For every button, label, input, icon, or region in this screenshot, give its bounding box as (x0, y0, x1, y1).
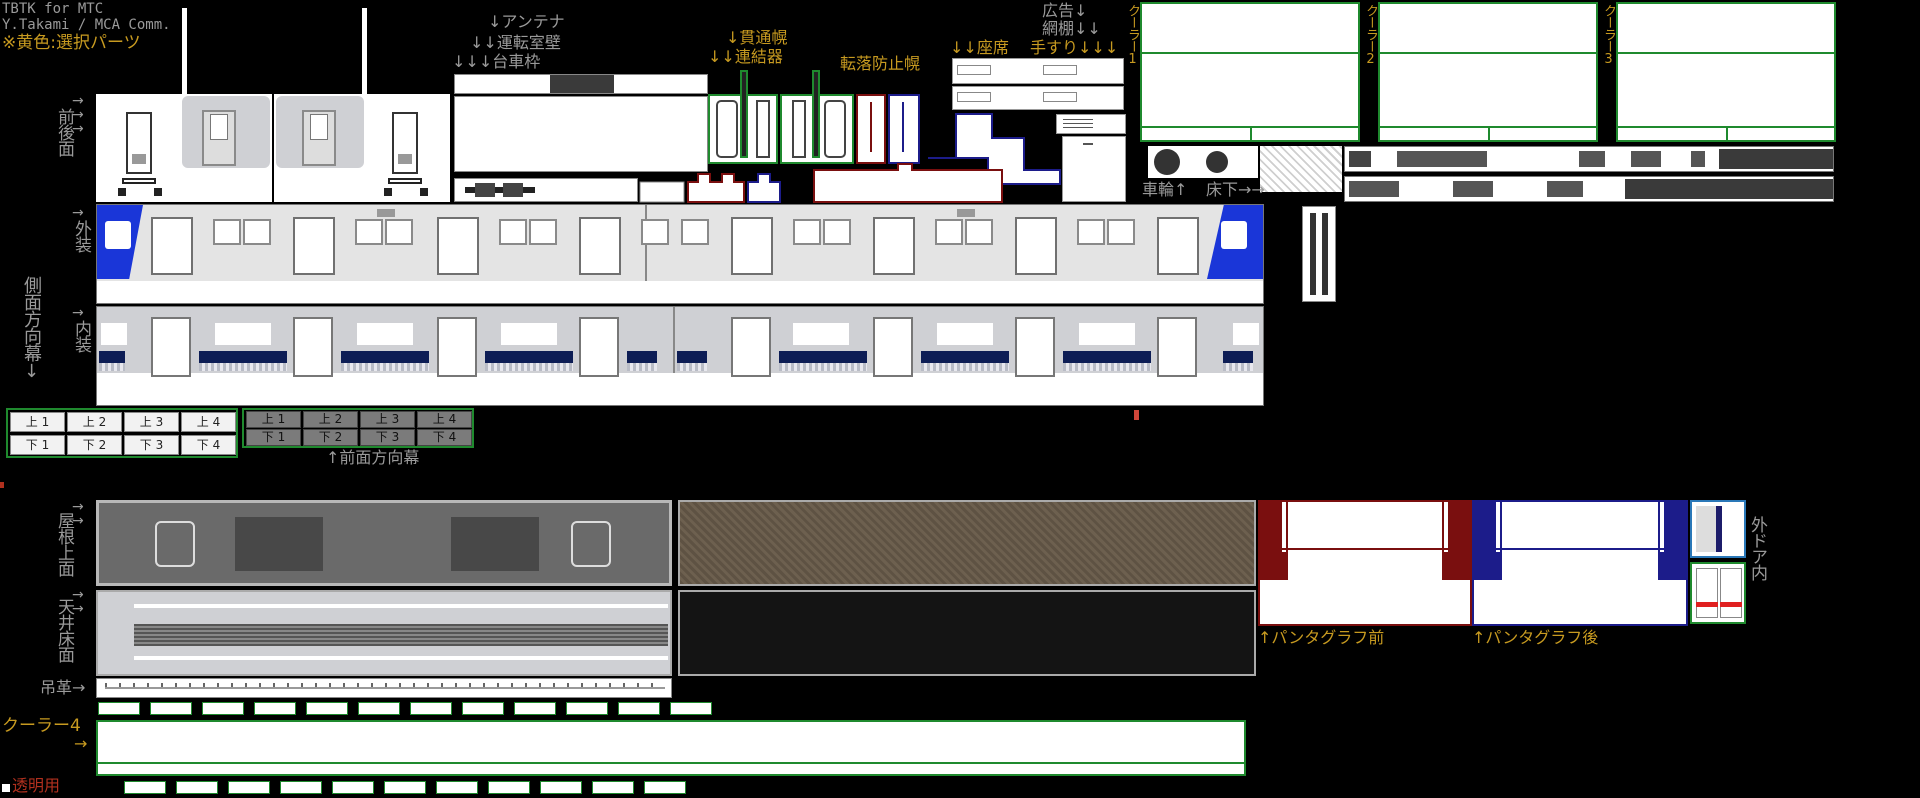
label-transparent: 透明用 (12, 776, 61, 795)
selected-parts-note: ※黄色:選択パーツ (2, 33, 141, 53)
fall-prevention-hood-b (888, 94, 920, 164)
roof-top-panel (96, 500, 672, 586)
antenna-strip (454, 74, 708, 94)
strap-row-bottom (122, 780, 742, 796)
gangway-hood-a (708, 70, 778, 164)
label-wheel: 車輪↑ (1142, 180, 1188, 199)
label-front-rear: 前後面 (54, 108, 74, 156)
door-texture-strip (1302, 206, 1336, 302)
label-outer-door-inner: 外ドア内 (1747, 516, 1767, 580)
label-cab-wall: ↓↓運転室壁 (470, 33, 561, 52)
bogie-frame (454, 178, 638, 202)
side-curtain-down-2: 下 2 (67, 435, 122, 455)
side-curtain-down-3: 下 3 (124, 435, 179, 455)
pantograph-rear-panel (1472, 500, 1688, 626)
front-curtain-down-3: 下 3 (360, 429, 415, 446)
front-curtain-up-2: 上 2 (303, 411, 358, 428)
ceiling-panel (96, 590, 672, 676)
outer-door-upper (1690, 500, 1746, 558)
label-coupler: ↓↓連結器 (708, 47, 783, 66)
ceiling-arrows: →→ (72, 587, 84, 617)
label-seat: ↓↓座席 (950, 38, 1009, 57)
seat-top-row (952, 58, 1124, 84)
marker-small-red (0, 482, 4, 488)
floor-panel-dark (678, 590, 1256, 676)
front-rear-arrows: →→→ (72, 93, 84, 137)
label-cooler2: クーラー2 (1363, 4, 1378, 66)
label-pantograph-rear: ↑パンタグラフ後 (1472, 628, 1599, 647)
label-bogie-frame: ↓↓↓台車枠 (452, 52, 541, 71)
fall-prevention-hood-a (856, 94, 886, 164)
interior-side-panel (96, 306, 1264, 406)
side-curtain-up-3: 上 3 (124, 412, 179, 432)
label-strap: 吊革→ (40, 678, 86, 697)
label-cooler1: クーラー1 (1125, 4, 1140, 66)
cooler1-panel (1140, 2, 1360, 142)
side-curtain-up-1: 上 1 (10, 412, 65, 432)
seat-bottom-row (952, 86, 1124, 110)
antenna-pole-b (362, 8, 367, 96)
cooler4-arrow: → (74, 734, 88, 753)
front-curtain-up-3: 上 3 (360, 411, 415, 428)
antenna-pole-a (182, 8, 187, 96)
label-cooler3: クーラー3 (1601, 4, 1616, 66)
label-strap-text: 吊革 (40, 678, 73, 697)
cooler3-panel (1616, 2, 1836, 142)
label-pantograph-front: ↑パンタグラフ前 (1258, 628, 1385, 647)
roof-texture-brown (678, 500, 1256, 586)
front-curtain-up-4: 上 4 (417, 411, 472, 428)
label-side-direction-curtain: 側面方向幕↓ (21, 276, 42, 381)
luggage-rack (1056, 114, 1126, 134)
strap-row-top (96, 700, 716, 718)
front-curtain-down-4: 下 4 (417, 429, 472, 446)
gangway-hood-b (780, 70, 854, 164)
cooler4-panel (96, 720, 1246, 776)
front-face-b (274, 94, 450, 202)
label-exterior: 外装 (71, 220, 91, 252)
bogie-frame-shape (465, 183, 535, 197)
label-front-direction-curtain: ↑前面方向幕 (326, 448, 420, 467)
underfloor-strip-2 (1344, 176, 1834, 202)
label-roof-top: 屋根上面 (54, 512, 74, 576)
label-cooler4: クーラー4 (2, 716, 81, 736)
wheel-strip (1148, 146, 1258, 178)
marker-red (1134, 410, 1139, 420)
label-ad: 広告↓ (1042, 1, 1088, 20)
side-curtain-up-2: 上 2 (67, 412, 122, 432)
cooler2-panel (1378, 2, 1598, 142)
side-curtain-up-4: 上 4 (181, 412, 236, 432)
cab-wall (454, 96, 708, 172)
label-underfloor: 床下→→ (1206, 180, 1265, 199)
label-handrail: 手すり↓↓↓ (1030, 38, 1119, 57)
label-ceiling-floor: 天井床面 (54, 598, 74, 662)
exterior-side-panel (96, 204, 1264, 304)
pantograph-front-panel (1258, 500, 1472, 626)
label-gangway-hood: ↓貫通幌 (726, 28, 788, 47)
front-face-a (96, 94, 272, 202)
label-interior: 内装 (71, 320, 91, 352)
underfloor-texture (1260, 146, 1342, 192)
credit-title: TBTK for MTC (2, 1, 104, 17)
side-curtain-down-1: 下 1 (10, 435, 65, 455)
credit-authors: Y.Takami / MCA Comm. (2, 17, 171, 33)
front-curtain-down-2: 下 2 (303, 429, 358, 446)
interior-arrow: → (72, 305, 84, 321)
roof-arrows: →→ (72, 499, 84, 529)
front-direction-curtain-grid: 上 1 上 2 上 3 上 4 下 1 下 2 下 3 下 4 (242, 408, 474, 448)
side-curtain-down-4: 下 4 (181, 435, 236, 455)
exterior-arrow: → (72, 205, 84, 221)
label-antenna: ↓アンテナ (488, 12, 565, 31)
label-luggage-rack: 網棚↓↓ (1042, 19, 1101, 38)
label-fall-prevention-hood: 転落防止幌 (840, 54, 921, 73)
underfloor-strip-1 (1344, 146, 1834, 172)
gangway-profiles (639, 163, 1003, 203)
front-curtain-up-1: 上 1 (246, 411, 301, 428)
front-curtain-down-1: 下 1 (246, 429, 301, 446)
transparent-swatch (2, 784, 10, 792)
side-direction-curtain-grid: 上 1 上 2 上 3 上 4 下 1 下 2 下 3 下 4 (6, 408, 238, 458)
strap-rail (96, 678, 672, 698)
ad-panel (1062, 136, 1126, 202)
outer-door-inner (1690, 562, 1746, 624)
